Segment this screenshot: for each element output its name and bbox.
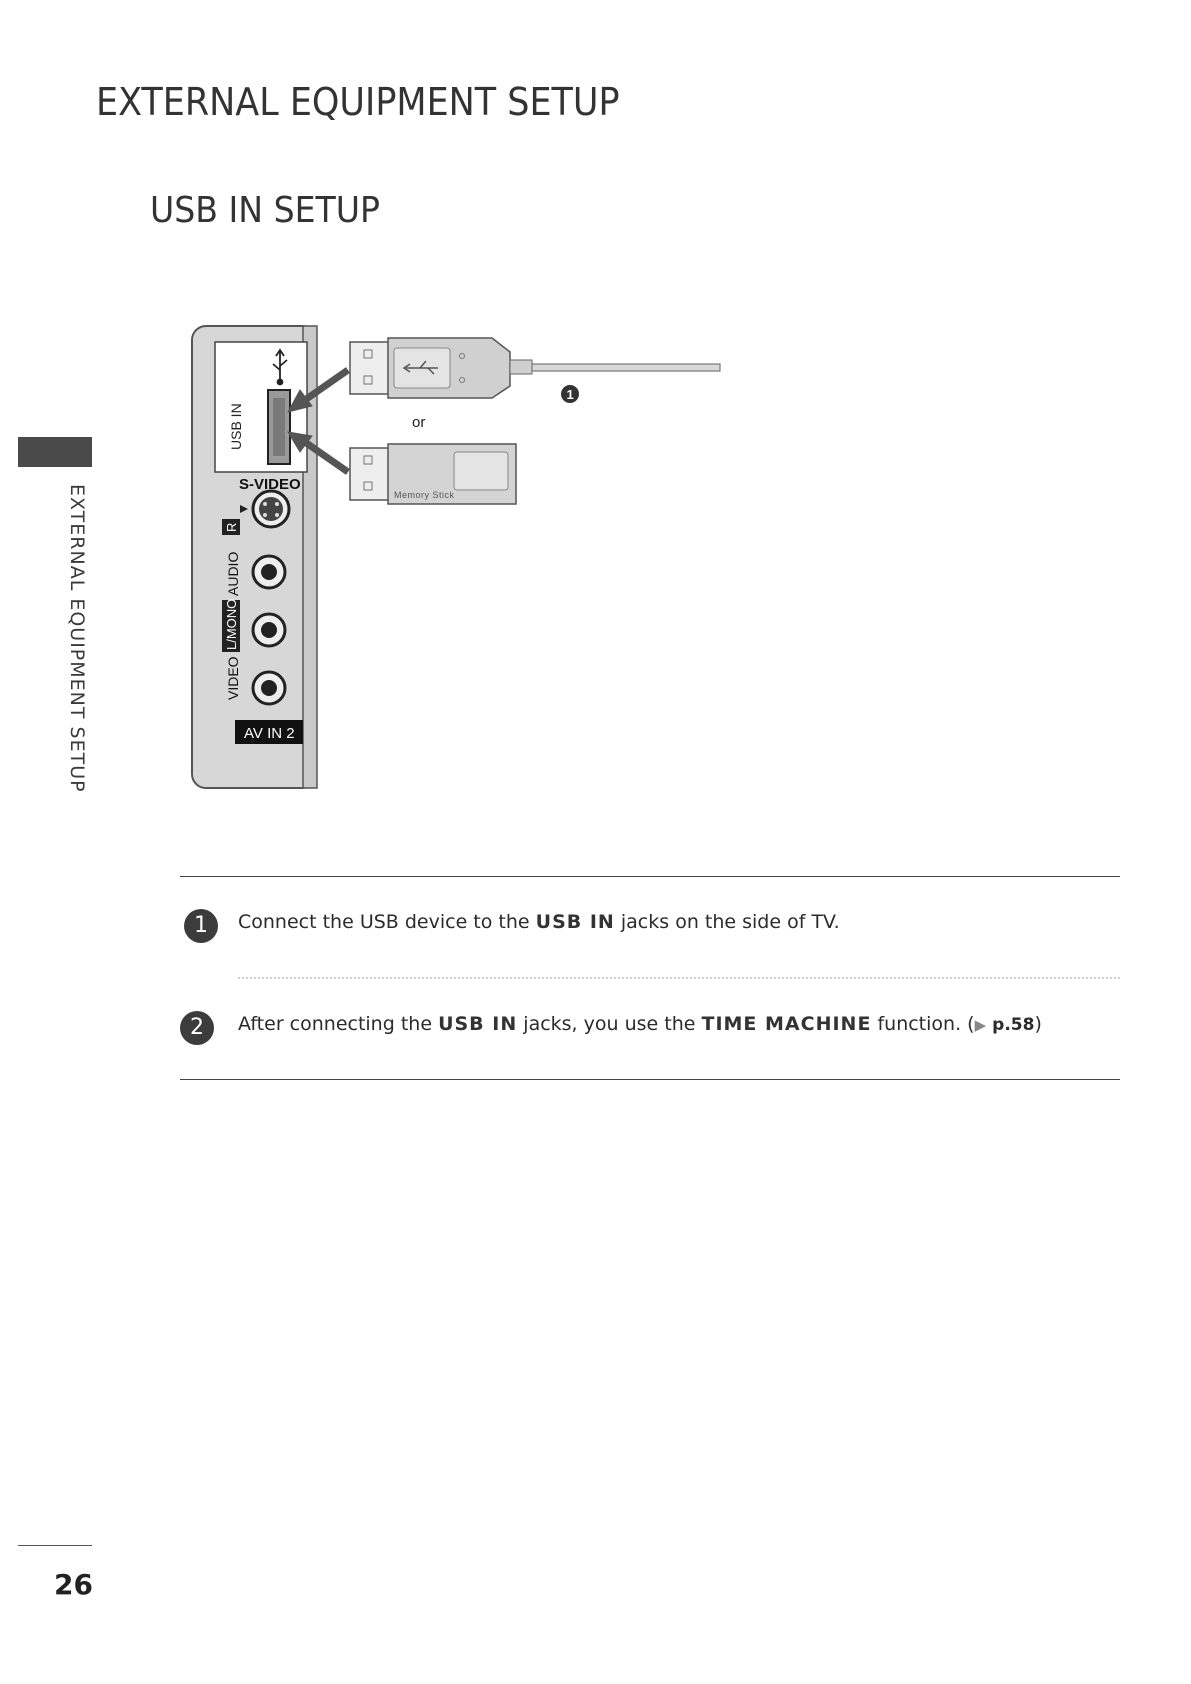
page-reference: p.58 xyxy=(992,1015,1034,1035)
usb-connection-diagram: USB IN S-VIDEO VIDEO L/MONO AUDIO R AV I… xyxy=(180,310,780,790)
step-1: 1 Connect the USB device to the USB IN j… xyxy=(180,877,1120,977)
video-label: VIDEO xyxy=(225,656,241,700)
av-in-label: AV IN 2 xyxy=(244,725,295,742)
audio-r-jack xyxy=(253,556,285,588)
step-2-number-badge: 2 xyxy=(180,1011,214,1045)
side-tab-marker xyxy=(18,437,92,467)
instruction-steps: 1 Connect the USB device to the USB IN j… xyxy=(180,876,1120,1080)
audio-label: AUDIO xyxy=(225,552,241,596)
step-1-number-badge: 1 xyxy=(184,909,218,943)
audio-l-jack xyxy=(253,614,285,646)
step-2-text: After connecting the USB IN jacks, you u… xyxy=(238,1013,1042,1035)
page-ref-arrow-icon: ▶ xyxy=(975,1016,987,1034)
usb-in-label: USB IN xyxy=(228,403,244,450)
page-number: 26 xyxy=(54,1568,93,1601)
memory-stick-label: Memory Stick xyxy=(394,490,455,500)
memory-stick: Memory Stick xyxy=(350,444,516,504)
video-jack xyxy=(253,672,285,704)
callout-number: 1 xyxy=(567,387,574,402)
callout-badge: 1 xyxy=(561,385,579,403)
section-title: USB IN SETUP xyxy=(150,190,380,231)
or-label: or xyxy=(412,414,425,431)
lmono-label: L/MONO xyxy=(224,599,239,650)
svideo-jack xyxy=(253,491,289,527)
usb-plug xyxy=(350,338,720,398)
page-title: EXTERNAL EQUIPMENT SETUP xyxy=(96,80,620,124)
step-1-text: Connect the USB device to the USB IN jac… xyxy=(238,911,840,933)
footer-rule xyxy=(18,1545,92,1546)
step-2: 2 After connecting the USB IN jacks, you… xyxy=(238,977,1120,1079)
side-tab-label: EXTERNAL EQUIPMENT SETUP xyxy=(66,484,88,793)
r-label: R xyxy=(224,523,239,532)
